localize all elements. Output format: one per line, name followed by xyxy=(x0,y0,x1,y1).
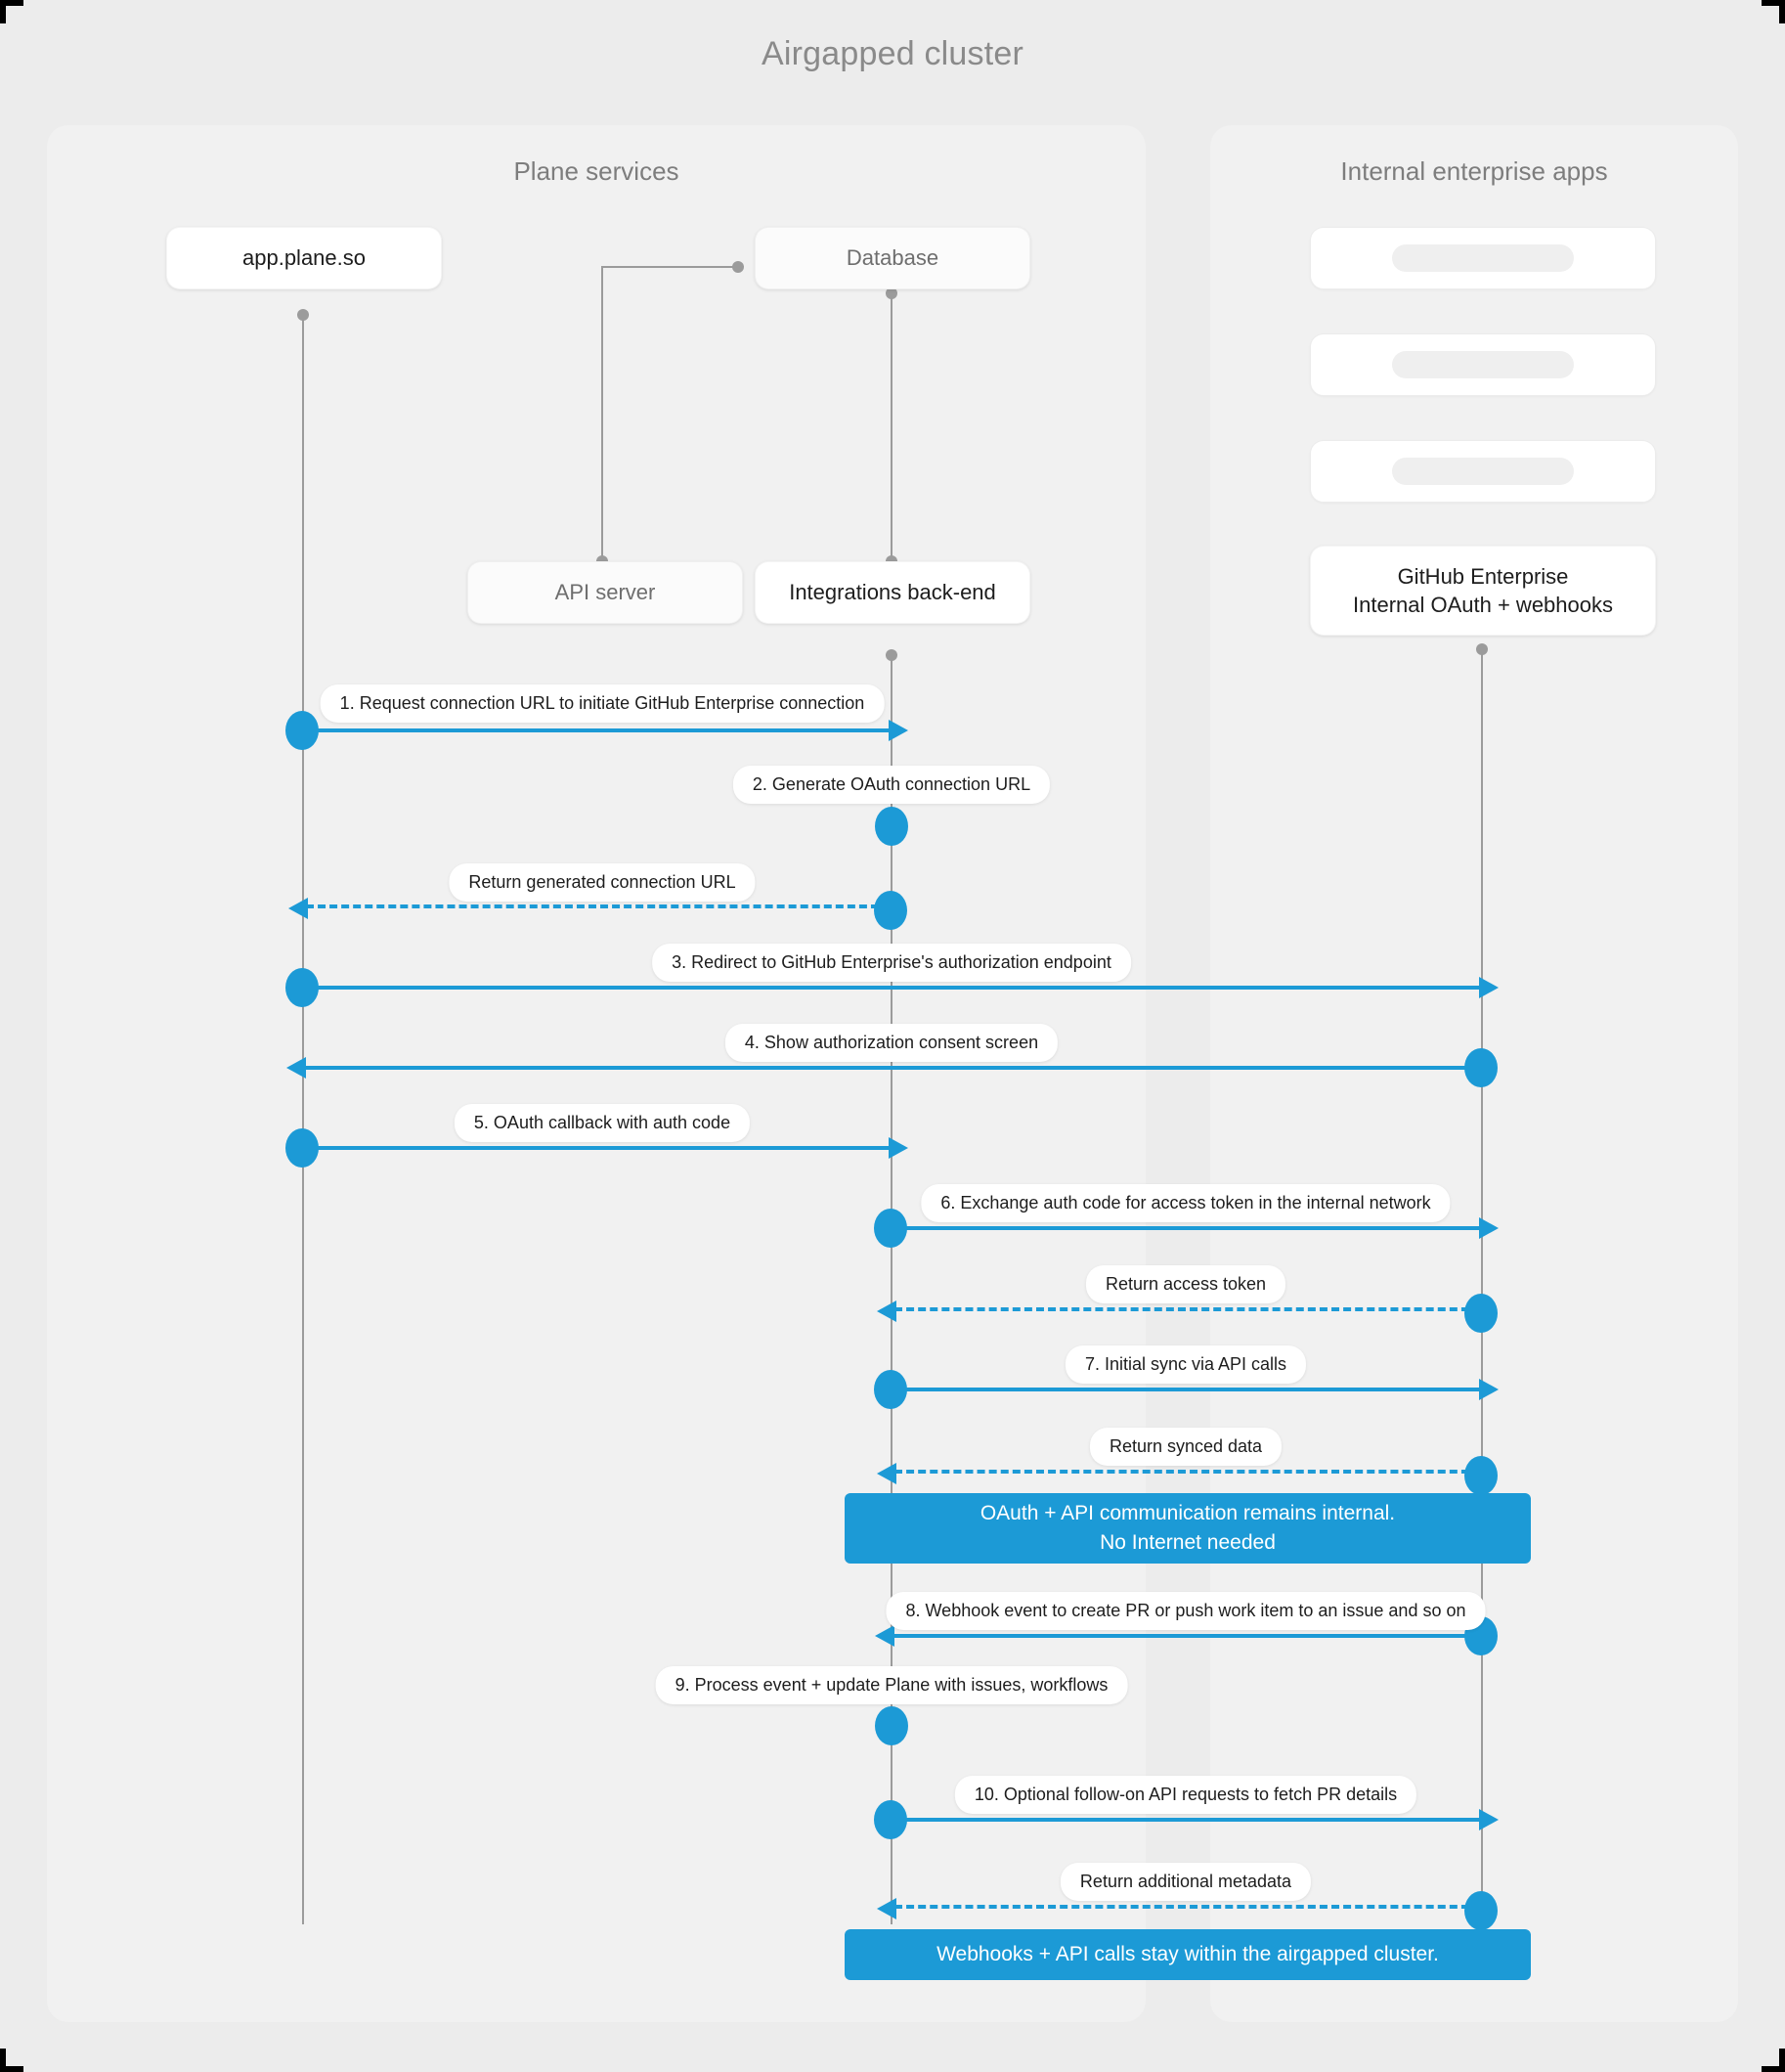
node-database[interactable]: Database xyxy=(755,227,1030,289)
arrowhead-right-icon xyxy=(1479,977,1499,998)
lifeline-integrations-backend xyxy=(891,655,892,1924)
lifeline-dot-app-plane-so xyxy=(297,309,309,321)
activation-dot-source xyxy=(1464,1891,1498,1930)
arrowhead-left-icon xyxy=(877,1301,896,1322)
arrowhead-left-icon xyxy=(877,1898,896,1919)
activation-dot-source xyxy=(285,968,319,1007)
activation-dot-source xyxy=(874,891,907,930)
arrowhead-right-icon xyxy=(1479,1217,1499,1239)
arrowhead-right-icon xyxy=(889,1137,908,1159)
placeholder-bar xyxy=(1392,458,1574,485)
activation-dot-source xyxy=(874,1370,907,1409)
message-arrow-14 xyxy=(877,1891,1498,1930)
message-label-2: 2. Generate OAuth connection URL xyxy=(732,766,1051,804)
diagram-title: Airgapped cluster xyxy=(762,35,1023,72)
message-label-13: 10. Optional follow-on API requests to f… xyxy=(954,1776,1417,1814)
arrowhead-left-icon xyxy=(288,898,308,919)
arrowhead-left-icon xyxy=(875,1625,894,1647)
panel-plane-services: Plane services xyxy=(47,125,1146,2022)
registration-mark-bottom-left xyxy=(0,2049,23,2072)
message-label-1: 1. Request connection URL to initiate Gi… xyxy=(320,684,885,723)
placeholder-app-card-3 xyxy=(1310,440,1656,503)
connector-dot-database-left xyxy=(732,261,744,273)
message-label-11: 8. Webhook event to create PR or push wo… xyxy=(886,1592,1486,1630)
node-app-plane-so-label: app.plane.so xyxy=(242,245,366,271)
message-label-5: 4. Show authorization consent screen xyxy=(724,1024,1059,1062)
arrowhead-right-icon xyxy=(889,720,908,741)
node-github-enterprise-line2: Internal OAuth + webhooks xyxy=(1353,593,1613,617)
activation-dot-source xyxy=(1464,1456,1498,1495)
activation-dot-source xyxy=(874,1800,907,1839)
message-label-4: 3. Redirect to GitHub Enterprise's autho… xyxy=(652,944,1131,982)
activation-dot-source xyxy=(285,711,319,750)
note-oauth-internal: OAuth + API communication remains intern… xyxy=(845,1493,1531,1564)
node-app-plane-so[interactable]: app.plane.so xyxy=(166,227,442,289)
activation-dot-source xyxy=(874,1209,907,1248)
registration-mark-top-left xyxy=(0,0,23,23)
lifeline-dot-integrations-backend xyxy=(886,649,897,661)
lifeline-app-plane-so xyxy=(302,315,304,1924)
message-label-9: 7. Initial sync via API calls xyxy=(1065,1345,1307,1384)
message-arrow-9 xyxy=(874,1370,1499,1409)
self-call-dot-2 xyxy=(875,807,908,846)
connector-database-to-integrations xyxy=(891,293,892,563)
connector-api-to-database-vertical xyxy=(601,266,603,561)
message-label-8: Return access token xyxy=(1085,1265,1286,1303)
panel-internal-enterprise-apps-title: Internal enterprise apps xyxy=(1340,156,1608,186)
node-database-label: Database xyxy=(846,245,939,271)
activation-dot-source xyxy=(1464,1294,1498,1333)
message-arrow-3 xyxy=(288,891,907,930)
message-arrow-7 xyxy=(874,1209,1499,1248)
lifeline-github-enterprise xyxy=(1481,649,1483,1924)
placeholder-bar xyxy=(1392,351,1574,378)
message-arrow-5 xyxy=(286,1048,1498,1087)
note-airgapped-cluster-line1: Webhooks + API calls stay within the air… xyxy=(936,1942,1439,1965)
message-arrow-13 xyxy=(874,1800,1499,1839)
connector-api-to-database-horizontal xyxy=(601,266,738,268)
note-airgapped-cluster: Webhooks + API calls stay within the air… xyxy=(845,1929,1531,1980)
message-label-6: 5. OAuth callback with auth code xyxy=(454,1104,751,1142)
message-label-10: Return synced data xyxy=(1089,1428,1283,1466)
message-arrow-4 xyxy=(285,968,1499,1007)
message-label-7: 6. Exchange auth code for access token i… xyxy=(921,1184,1451,1222)
panel-plane-services-title: Plane services xyxy=(513,156,679,186)
lifeline-dot-github-enterprise xyxy=(1476,643,1488,655)
placeholder-bar xyxy=(1392,244,1574,272)
message-arrow-6 xyxy=(285,1128,908,1168)
message-label-14: Return additional metadata xyxy=(1060,1863,1312,1901)
registration-mark-top-right xyxy=(1762,0,1785,23)
placeholder-app-card-1 xyxy=(1310,227,1656,289)
arrowhead-right-icon xyxy=(1479,1379,1499,1400)
message-arrow-11 xyxy=(875,1616,1498,1655)
node-github-enterprise-line1: GitHub Enterprise xyxy=(1397,563,1569,589)
message-arrow-8 xyxy=(877,1294,1498,1333)
activation-dot-source xyxy=(285,1128,319,1168)
registration-mark-bottom-right xyxy=(1762,2049,1785,2072)
arrowhead-right-icon xyxy=(1479,1809,1499,1830)
note-oauth-internal-line2: No Internet needed xyxy=(1100,1531,1276,1554)
node-github-enterprise[interactable]: GitHub Enterprise Internal OAuth + webho… xyxy=(1310,546,1656,636)
arrowhead-left-icon xyxy=(877,1463,896,1484)
message-arrow-1 xyxy=(285,711,908,750)
message-label-3: Return generated connection URL xyxy=(449,863,756,902)
placeholder-app-card-2 xyxy=(1310,333,1656,396)
arrowhead-left-icon xyxy=(286,1057,306,1079)
node-api-server[interactable]: API server xyxy=(467,561,743,624)
connector-dot-database-bottom xyxy=(886,287,897,299)
message-arrow-10 xyxy=(877,1456,1498,1495)
note-oauth-internal-line1: OAuth + API communication remains intern… xyxy=(980,1501,1396,1524)
node-api-server-label: API server xyxy=(554,580,656,605)
node-integrations-backend-label: Integrations back-end xyxy=(789,580,996,605)
message-label-12: 9. Process event + update Plane with iss… xyxy=(655,1666,1128,1704)
self-call-dot-12 xyxy=(875,1706,908,1745)
activation-dot-source xyxy=(1464,1048,1498,1087)
node-integrations-backend[interactable]: Integrations back-end xyxy=(755,561,1030,624)
